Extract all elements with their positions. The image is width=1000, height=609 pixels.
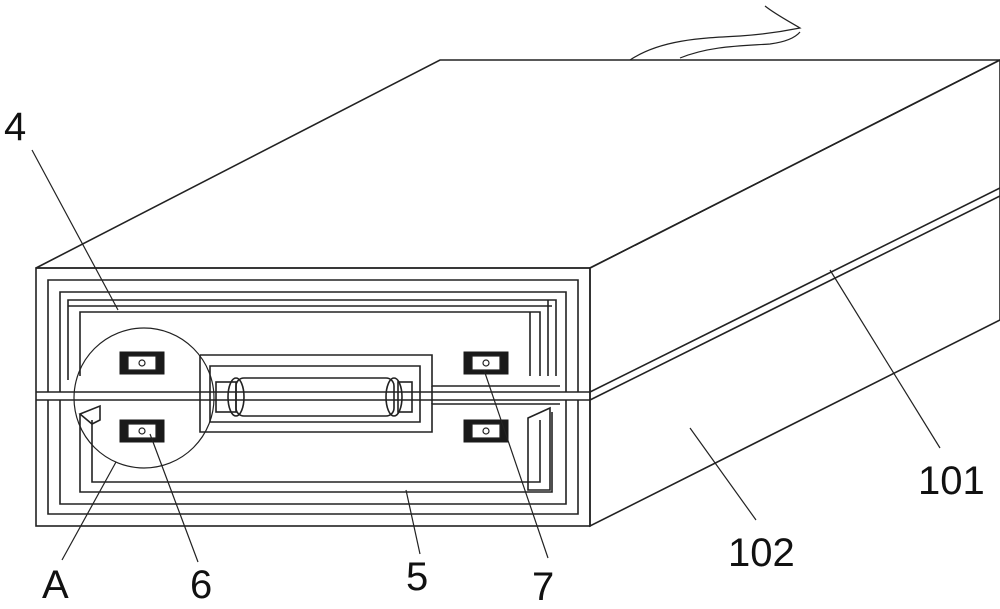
label-101: 101 [918, 459, 985, 503]
upper-inner-frame-2 [59, 291, 567, 392]
leader-5 [405, 489, 421, 555]
roller-right-end [385, 377, 403, 417]
label-102: 102 [728, 531, 795, 575]
leader-101 [829, 269, 941, 449]
lower-inner-frame [47, 400, 579, 515]
roller-left-end [227, 377, 245, 417]
seam-side-2 [589, 195, 1000, 401]
label-5: 5 [406, 555, 428, 599]
roller-body [235, 377, 395, 417]
cable [629, 5, 802, 61]
latch-upper-right [463, 351, 509, 375]
box-top-face [35, 59, 1000, 269]
latch-upper-left [119, 351, 165, 375]
label-6: 6 [190, 563, 212, 607]
box-side-face [589, 59, 1000, 528]
leader-a [61, 461, 117, 561]
handle-housing [199, 354, 560, 433]
leader-7 [483, 369, 549, 559]
upper-inner-frame [47, 279, 579, 392]
label-7: 7 [532, 565, 554, 609]
latch-lower-right [463, 419, 509, 443]
detail-circle-a [73, 327, 215, 469]
lower-tray [79, 412, 553, 493]
label-4: 4 [4, 105, 26, 149]
lower-tray-left-flap [78, 404, 101, 425]
latch-lower-left [119, 419, 165, 443]
lower-tray-right-flap [527, 406, 551, 491]
label-a: A [42, 563, 69, 607]
leader-102 [689, 427, 757, 521]
roller-right-cap [397, 381, 413, 413]
roller-left-cap [215, 381, 237, 413]
leader-6 [149, 433, 199, 563]
leader-4 [31, 149, 119, 311]
lower-inner-frame-2 [59, 400, 567, 505]
seam-side [589, 187, 1000, 393]
upper-tray [67, 299, 557, 380]
